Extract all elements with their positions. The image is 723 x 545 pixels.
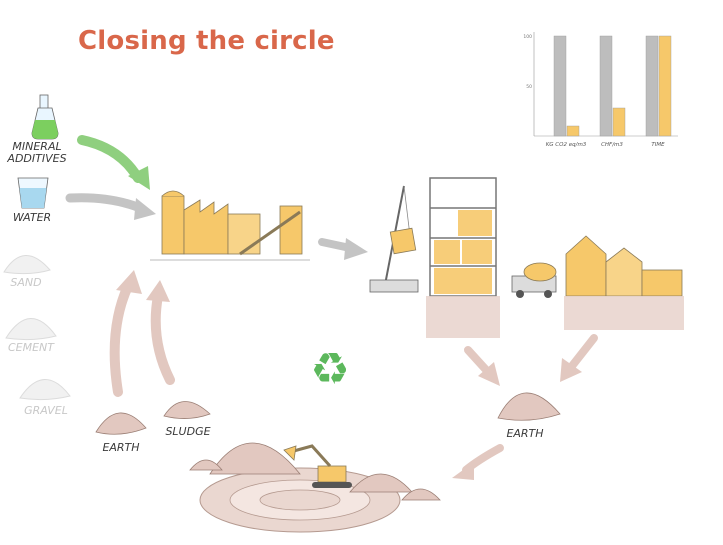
- bar-closed-loop-0: [566, 125, 580, 137]
- houses-illustration: [564, 235, 684, 330]
- arrow-earth-to-quarry: [452, 444, 504, 480]
- y-tick-label: 50: [526, 84, 532, 90]
- bar-reference-0: [553, 35, 567, 137]
- water-glass-icon: [17, 177, 49, 209]
- flask-icon: [31, 94, 59, 140]
- arrow-sludge-to-plant: [146, 280, 175, 385]
- crane-icon: [369, 185, 419, 293]
- label-cement: CEMENT: [7, 341, 55, 354]
- sludge-pile-icon: [163, 401, 211, 419]
- y-tick-label: 100: [523, 34, 532, 40]
- tower-building-illustration: [426, 177, 500, 338]
- label-sand: SAND: [10, 276, 42, 289]
- label-sludge: SLUDGE: [165, 425, 211, 438]
- earth-pile-left-icon: [95, 412, 147, 435]
- concrete-plant-illustration: [150, 190, 310, 261]
- cement-pile-icon: [5, 318, 57, 341]
- bar-reference-1: [599, 35, 613, 137]
- label-water: WATER: [12, 211, 52, 224]
- gravel-pile-icon: [19, 379, 71, 401]
- mixer-truck-icon: [511, 262, 557, 298]
- x-tick-label: KG CO2 eq/m3: [546, 142, 587, 148]
- bar-closed-loop-1: [612, 107, 626, 137]
- bar-closed-loop-2: [658, 35, 672, 137]
- x-tick-label: TIME: [651, 142, 665, 148]
- recycle-icon: ♻: [310, 344, 349, 395]
- label-earth-left: EARTH: [102, 441, 140, 454]
- sand-pile-icon: [3, 255, 51, 275]
- arrow-additives-to-plant: [77, 135, 150, 190]
- arrow-plant-to-construction: [318, 238, 368, 260]
- svg-text:♻: ♻: [310, 344, 349, 395]
- arrow-building-to-earth: [464, 346, 500, 386]
- arrow-houses-to-earth: [560, 334, 598, 382]
- arrow-earth-to-plant: [109, 270, 142, 397]
- label-gravel: GRAVEL: [24, 404, 68, 417]
- arrow-water-to-plant: [65, 193, 156, 220]
- excavator-icon: [283, 444, 352, 488]
- label-mineral-additives: MINERAL ADDITIVES: [7, 140, 67, 165]
- comparison-bar-chart: 100 50 KG CO2 eq/m3 CHF/m3 TIME: [523, 32, 678, 148]
- label-earth-right: EARTH: [506, 427, 544, 440]
- earth-pile-right-icon: [497, 392, 561, 421]
- page-title: Closing the circle: [78, 26, 335, 56]
- x-tick-label: CHF/m3: [601, 142, 623, 148]
- bar-reference-2: [645, 35, 659, 137]
